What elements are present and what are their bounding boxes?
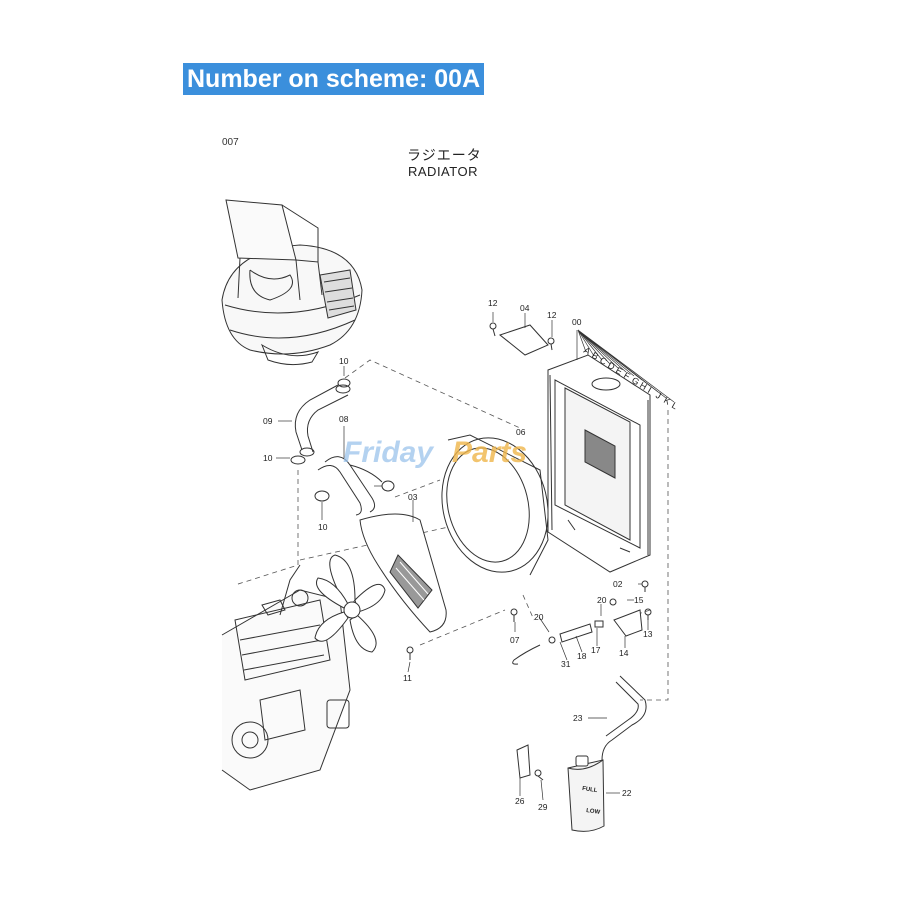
watermark-parts: Parts xyxy=(452,436,527,469)
tank-full-label: FULL xyxy=(582,786,598,794)
radiator-letter: B xyxy=(590,350,600,362)
radiator-letter: D xyxy=(606,360,617,372)
callout-12: 12 xyxy=(488,298,498,308)
radiator-letter: J xyxy=(654,390,663,401)
tank-low-label: LOW xyxy=(586,808,601,816)
callout-26: 26 xyxy=(515,796,525,806)
callout-06: 06 xyxy=(516,427,526,437)
bolt-icon xyxy=(609,598,617,606)
scheme-number-badge: Number on scheme: 00A xyxy=(183,63,485,95)
callout-10: 10 xyxy=(339,356,349,366)
callout-17: 17 xyxy=(591,645,601,655)
callout-23: 23 xyxy=(573,713,583,723)
radiator-letter-labels: A B C D E F G H I J K L xyxy=(582,345,679,411)
page-code: 007 xyxy=(222,137,239,148)
upper-hose xyxy=(294,384,351,457)
bolt-icon xyxy=(510,608,518,622)
callout-29: 29 xyxy=(538,802,548,812)
bolt-icon xyxy=(641,580,649,592)
hose-clamp-icon xyxy=(381,480,395,492)
callout-12: 12 xyxy=(547,310,557,320)
callout-03: 03 xyxy=(408,492,418,502)
radiator-letter: L xyxy=(670,400,679,411)
radiator-letter: E xyxy=(614,365,624,377)
callout-02: 02 xyxy=(613,579,623,589)
drain-cock-assembly xyxy=(512,620,604,665)
watermark-friday: Friday xyxy=(343,436,434,469)
excavator-overview-illustration xyxy=(221,199,363,366)
callout-10: 10 xyxy=(318,522,328,532)
lower-hose xyxy=(317,456,383,516)
radiator-letter: F xyxy=(622,370,632,382)
callout-20: 20 xyxy=(534,612,544,622)
hose-clamp-icon xyxy=(337,378,351,388)
callout-07: 07 xyxy=(510,635,520,645)
callout-15: 15 xyxy=(634,595,644,605)
radiator-letter: H xyxy=(638,380,649,392)
callout-00: 00 xyxy=(572,317,582,327)
callout-22: 22 xyxy=(622,788,632,798)
cooling-fan xyxy=(314,554,386,653)
callout-09: 09 xyxy=(263,416,273,426)
callout-10: 10 xyxy=(263,453,273,463)
part-callouts: 12 04 12 00 10 09 08 06 10 10 03 02 20 1… xyxy=(263,298,653,812)
reserve-tank xyxy=(567,755,605,832)
drain-bracket xyxy=(613,609,643,637)
callout-13: 13 xyxy=(643,629,653,639)
bolt-icon xyxy=(547,337,555,351)
callout-18: 18 xyxy=(577,651,587,661)
bolt-icon xyxy=(534,769,544,781)
radiator-letter: I xyxy=(646,385,653,395)
callout-08: 08 xyxy=(339,414,349,424)
fan-shroud-lower xyxy=(359,513,447,633)
diagram-title-japanese: ラジエータ xyxy=(407,148,482,164)
callout-04: 04 xyxy=(520,303,530,313)
overflow-hose xyxy=(601,675,647,761)
hose-clamp-icon xyxy=(314,490,330,502)
callout-31: 31 xyxy=(561,659,571,669)
mounting-bracket xyxy=(498,324,549,356)
radiator-core xyxy=(547,354,651,573)
diagram-title-english: RADIATOR xyxy=(408,164,478,179)
radiator-letter: G xyxy=(630,375,641,387)
bolt-icon xyxy=(489,322,497,337)
callout-11: 11 xyxy=(403,673,412,683)
fan-shroud-ring xyxy=(441,434,549,576)
radiator-letter: C xyxy=(598,355,609,367)
tank-bracket xyxy=(516,744,531,779)
bolt-icon xyxy=(644,608,652,620)
callout-20: 20 xyxy=(597,595,607,605)
radiator-letter: A xyxy=(582,345,592,357)
callout-14: 14 xyxy=(619,648,629,658)
radiator-letter: K xyxy=(662,395,672,407)
hose-clamp-icon xyxy=(290,455,306,465)
bolt-icon xyxy=(406,646,414,660)
